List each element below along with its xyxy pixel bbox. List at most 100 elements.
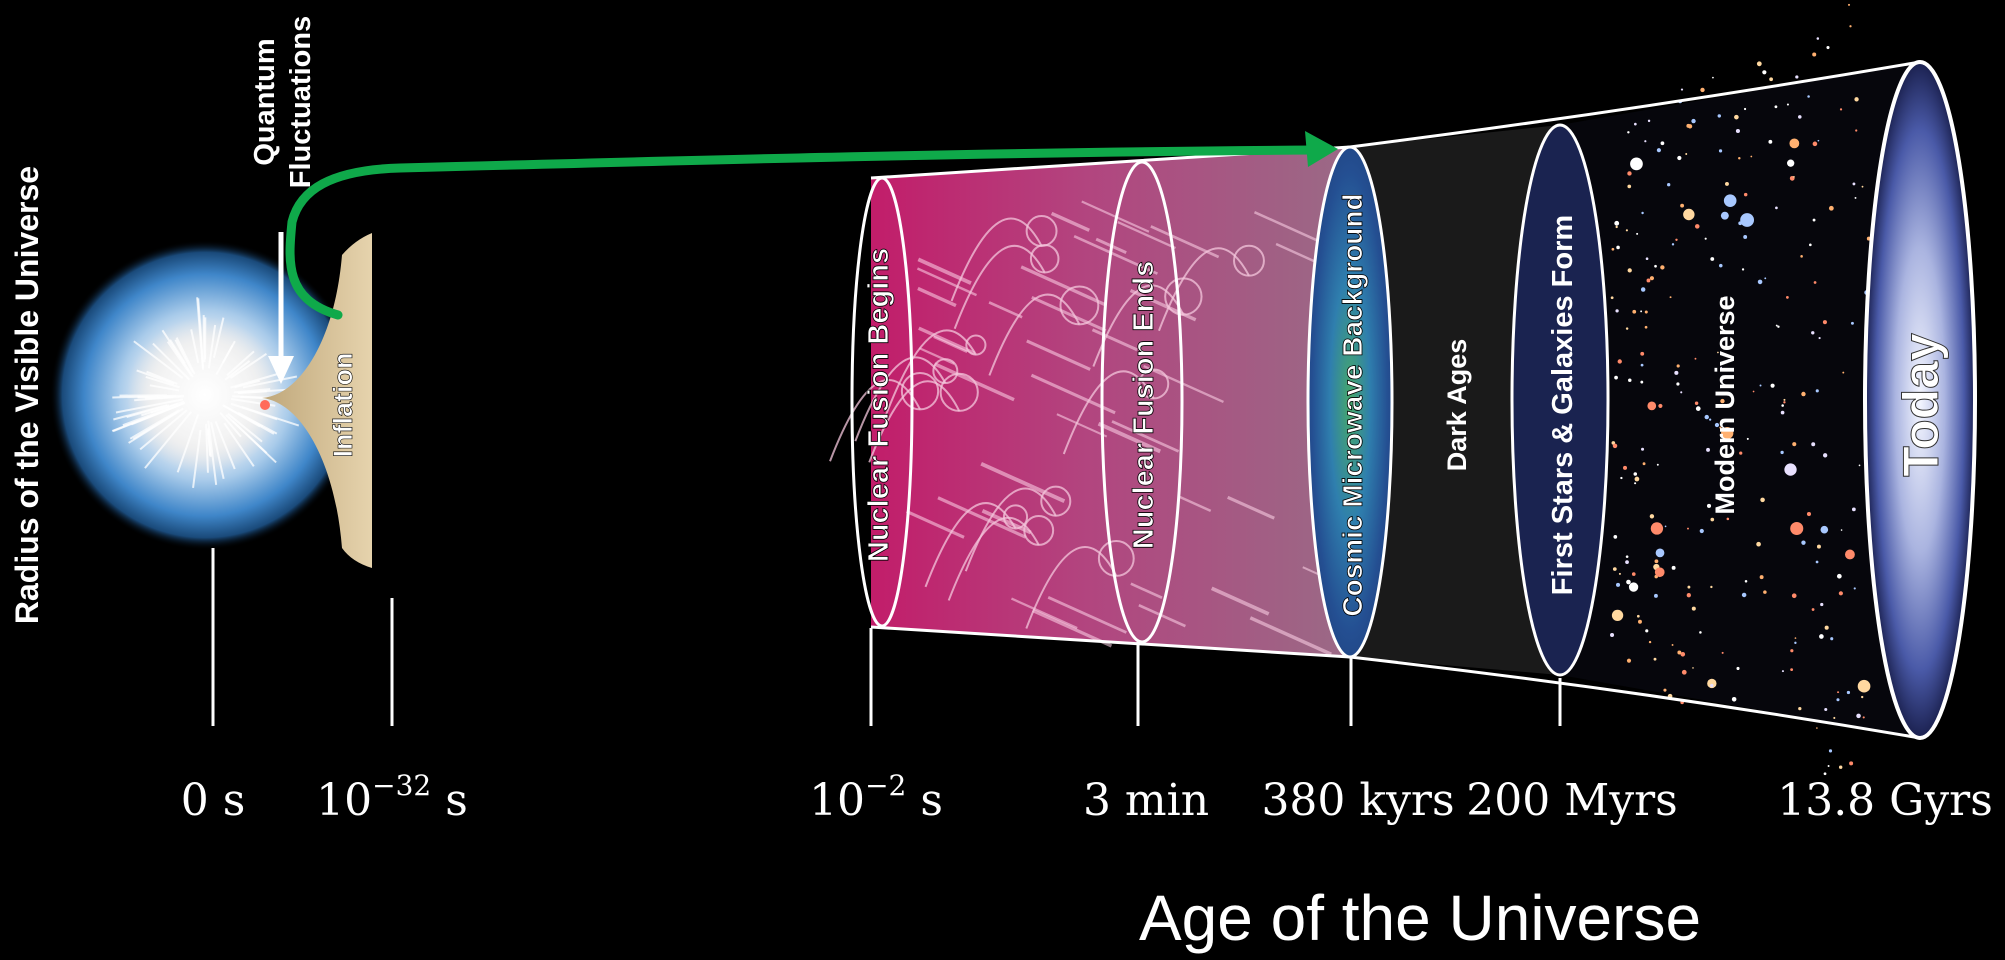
star [1610,633,1615,638]
star [1790,521,1804,536]
y-axis-label: Radius of the Visible Universe [9,166,45,624]
particle-track [947,516,1040,601]
particle-streak [1143,364,1224,404]
star [1816,37,1820,40]
star [1741,592,1747,598]
star [1786,103,1789,106]
star [1653,657,1657,661]
star [1707,678,1717,689]
star [1611,609,1624,622]
nuclear-fusion-ends-ring [1100,160,1184,644]
particle-track [1092,284,1185,367]
bang-ray [210,421,225,480]
star [1735,128,1740,134]
star [1850,321,1854,325]
star [1837,691,1840,694]
quantum-label-line2: Fluctuations [285,16,317,188]
tick-1e-32-exp: −32 [372,769,431,802]
star [1616,245,1620,250]
star [1615,309,1619,313]
star [1634,122,1637,126]
star [1625,229,1628,232]
bang-ray [192,429,202,488]
star [1669,296,1672,299]
particle-streak [1031,295,1107,332]
star [1717,351,1719,354]
star [1819,634,1824,639]
star [1625,555,1629,558]
star [1614,220,1620,226]
quantum-pointer-arrow [268,232,294,384]
star [1827,765,1830,768]
star [1671,565,1676,570]
star [1849,25,1852,28]
star [1654,559,1659,564]
star [1656,148,1661,153]
star [1691,606,1696,611]
star [1640,287,1646,292]
bang-ray [219,411,242,438]
star [1760,497,1765,503]
tick-label-1e-2s: 10−2 s [809,769,943,826]
star [1750,155,1753,158]
star [1625,560,1629,564]
star [1789,138,1800,149]
star [1816,727,1818,729]
star [1655,548,1665,558]
star [1613,535,1618,539]
star [1641,211,1644,215]
star [1820,525,1829,534]
star [1811,331,1815,335]
star [1645,629,1649,633]
star [1809,243,1812,247]
tick-label-200myrs: 200 Myrs [1466,775,1678,826]
star [1706,447,1710,452]
particle-streak [1026,339,1091,371]
star [1712,76,1714,79]
tick-label-3min: 3 min [1083,775,1209,826]
star [1650,522,1664,535]
star [1632,309,1637,314]
bang-ray [242,375,298,389]
star [1625,327,1629,330]
star [1637,619,1642,624]
star [1617,359,1622,364]
star [1654,264,1657,268]
star [1845,549,1855,560]
green-arrow [285,131,1338,320]
particle-streak [1179,495,1212,513]
star [1636,232,1639,235]
star [1686,593,1691,598]
particle-streak [1117,221,1176,250]
star [1781,404,1784,407]
bang-ray [212,317,225,358]
star [1614,375,1618,380]
star [1658,403,1663,409]
bang-ray [206,429,212,456]
star [1823,772,1827,776]
cone-outline-bottom [870,625,1921,740]
star [1654,593,1658,598]
star [1792,442,1797,447]
star [1731,696,1737,702]
particle-streak [1210,586,1270,616]
star [1647,119,1651,123]
star [1615,225,1618,229]
bang-ray [205,423,209,473]
star [1855,129,1858,132]
bang-ray [129,409,180,440]
particle-track [950,217,1043,302]
star [1644,310,1648,314]
star [1694,224,1700,229]
star [1630,157,1643,171]
star [1641,447,1645,451]
star [1710,585,1713,589]
star [1846,690,1851,695]
particle-streak [1111,420,1180,453]
star [1676,364,1680,368]
star [1644,140,1647,143]
bang-ray [222,340,236,364]
star [1719,263,1723,268]
bang-ray [223,422,255,467]
star [1857,679,1871,693]
